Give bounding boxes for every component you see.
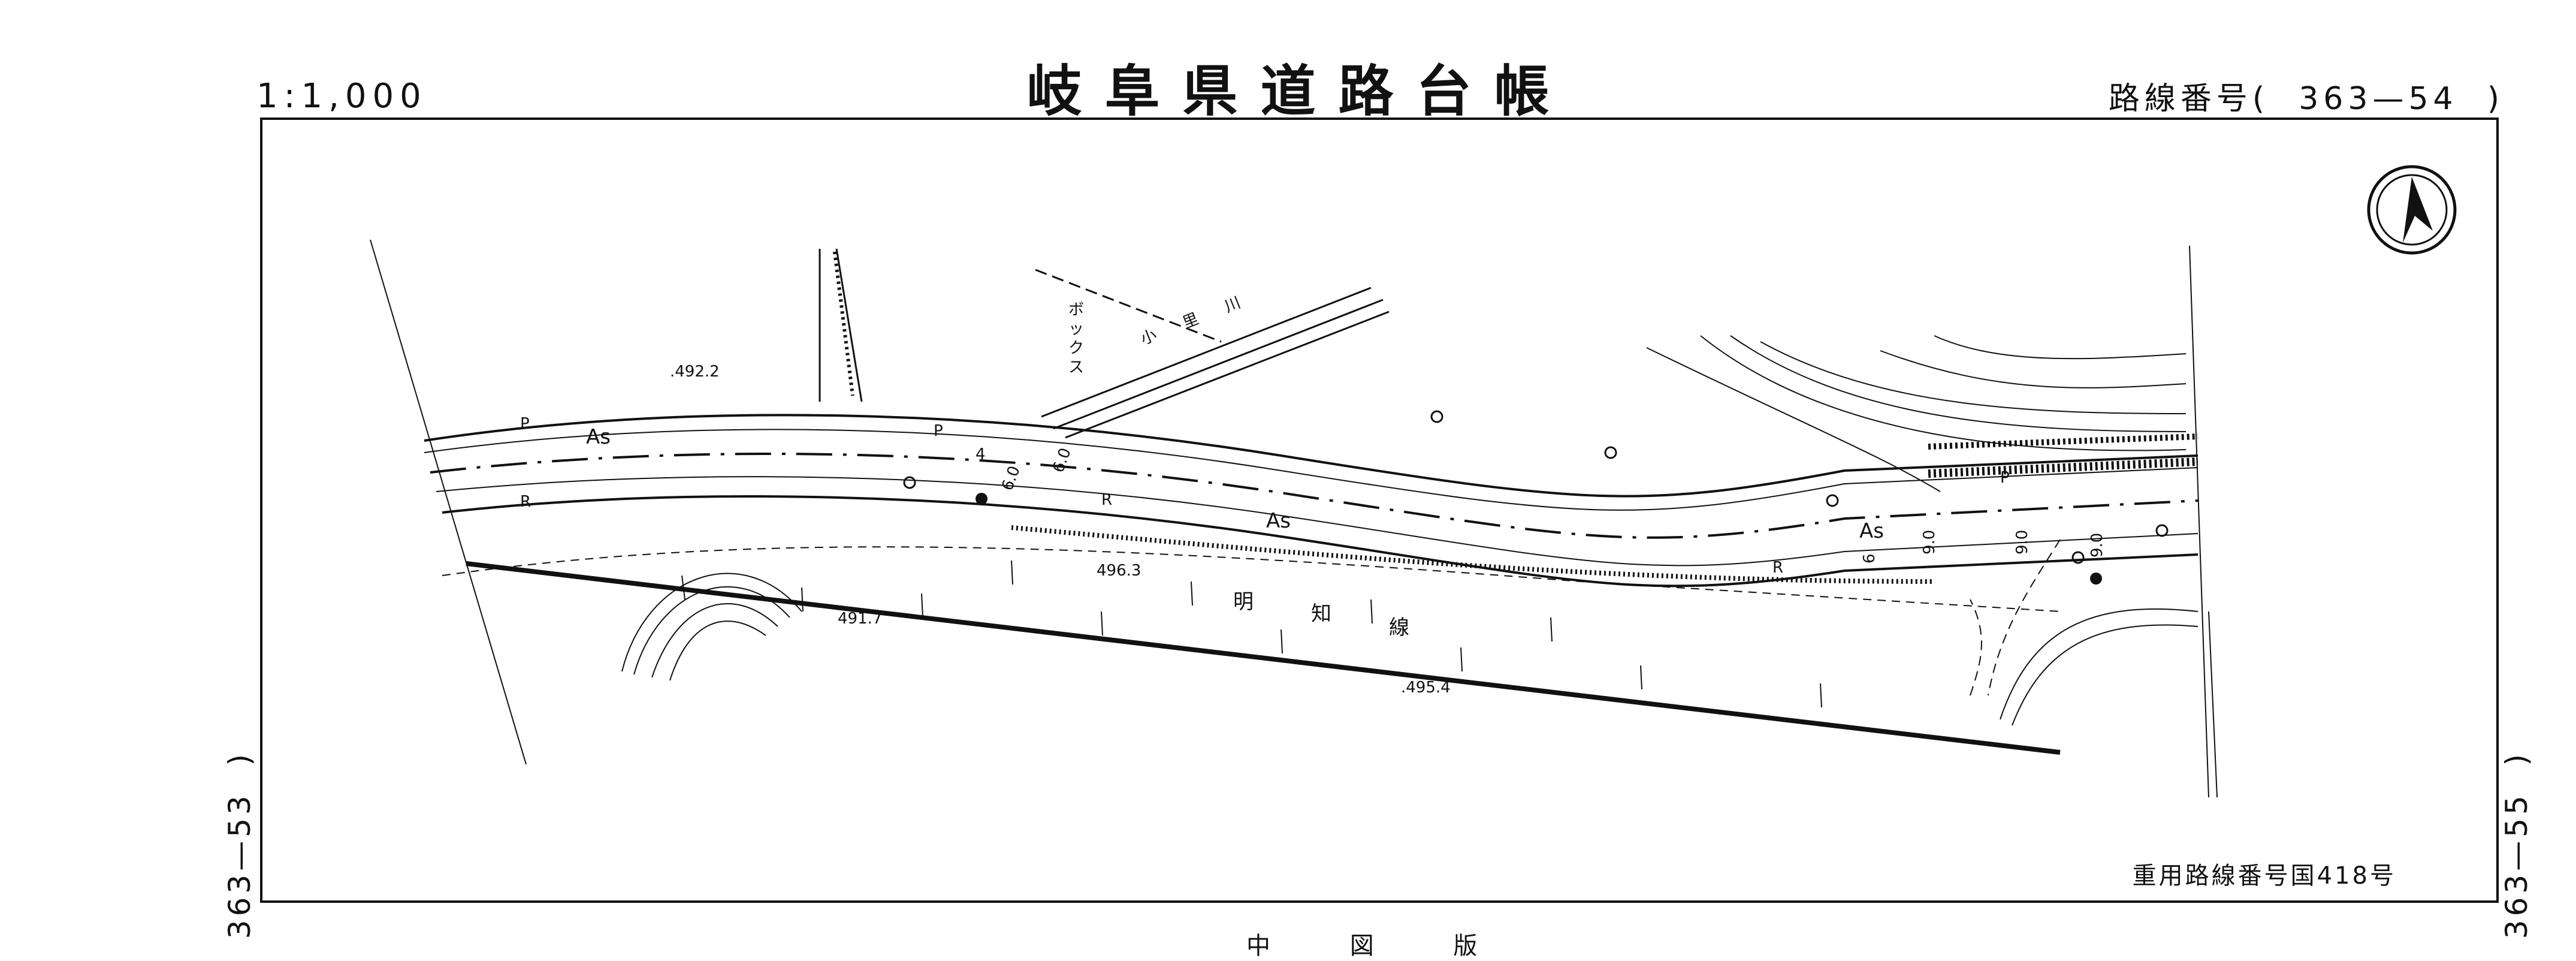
svg-text:ッ: ッ (1068, 320, 1084, 338)
svg-text:ボ: ボ (1068, 301, 1084, 319)
utility-pole-icon (903, 410, 2169, 564)
surface-label: As (1859, 519, 1884, 543)
edge-label: P (520, 415, 530, 433)
previous-sheet-ref: 363—53 ) (222, 750, 257, 939)
width-label: 4 (976, 445, 986, 463)
bottom-caption: 中 図 版 (1246, 932, 1514, 960)
marker-icon (2090, 573, 2102, 585)
width-label: 6.0 (1049, 445, 1074, 475)
embankment-contours (621, 335, 2187, 681)
elevation-label: 491.7 (838, 610, 882, 628)
edge-label: R (520, 493, 531, 511)
width-label: 9.0 (2088, 533, 2106, 558)
width-label: 9.0 (2013, 530, 2031, 555)
edge-label: R (1101, 491, 1112, 509)
centre-line (430, 452, 2198, 539)
side-road (819, 248, 863, 402)
svg-text:小: 小 (1138, 326, 1159, 349)
route-number: 路線番号( 363—54 ) (2108, 81, 2504, 117)
river-name-label: 小 里 川 (1138, 294, 1243, 349)
north-arrow-icon (2367, 165, 2457, 255)
svg-text:ク: ク (1068, 339, 1084, 357)
width-label: 9.0 (1920, 530, 1938, 555)
elevation-label: 496.3 (1097, 562, 1141, 580)
guard-rail (1928, 433, 2198, 450)
map-scale: 1:1,000 (256, 77, 427, 116)
width-label: 6 (1861, 553, 1879, 564)
river-channel (1035, 269, 1390, 439)
road-map: .492.2 496.3 491.7 .495.4 As As As P P P… (370, 165, 2457, 798)
route-label: 路線番号 (2108, 81, 2252, 117)
road-edges (424, 414, 2198, 612)
road-name-char: 線 (1389, 616, 1409, 640)
next-sheet-ref: 363—55 ) (2499, 750, 2534, 939)
route-number-value: 363—54 (2299, 81, 2458, 117)
junction (1970, 539, 2198, 726)
marker-icon (976, 493, 987, 505)
page-title: 岐阜県道路台帳 (1026, 59, 1572, 123)
railway-line (466, 561, 2061, 755)
road-name-label: 明 知 線 (1233, 590, 1409, 640)
box-culvert-label: ボ ッ ク ス (1068, 301, 1084, 376)
svg-text:里: 里 (1180, 310, 1201, 333)
svg-text:川: 川 (1222, 294, 1243, 317)
elevation-label: .492.2 (670, 363, 720, 381)
elevation-label: .495.4 (1401, 679, 1451, 697)
road-name-char: 知 (1311, 602, 1331, 626)
map-frame: .492.2 496.3 491.7 .495.4 As As As P P P… (260, 118, 2499, 903)
width-label: 6.0 (998, 463, 1023, 493)
svg-text:ス: ス (1068, 359, 1084, 376)
guard-rail (1928, 457, 2198, 478)
curb (1011, 525, 1935, 584)
edge-label: P (2000, 469, 2010, 487)
overlap-route-note: 重用路線番号国418号 (2132, 862, 2396, 890)
surface-label: As (1266, 509, 1291, 533)
edge-label: P (934, 422, 943, 440)
road-name-char: 明 (1233, 590, 1254, 614)
edge-label: R (1772, 559, 1783, 577)
survey-boundary (370, 239, 2218, 798)
slope-hatching (681, 560, 1822, 708)
surface-label: As (586, 425, 611, 449)
